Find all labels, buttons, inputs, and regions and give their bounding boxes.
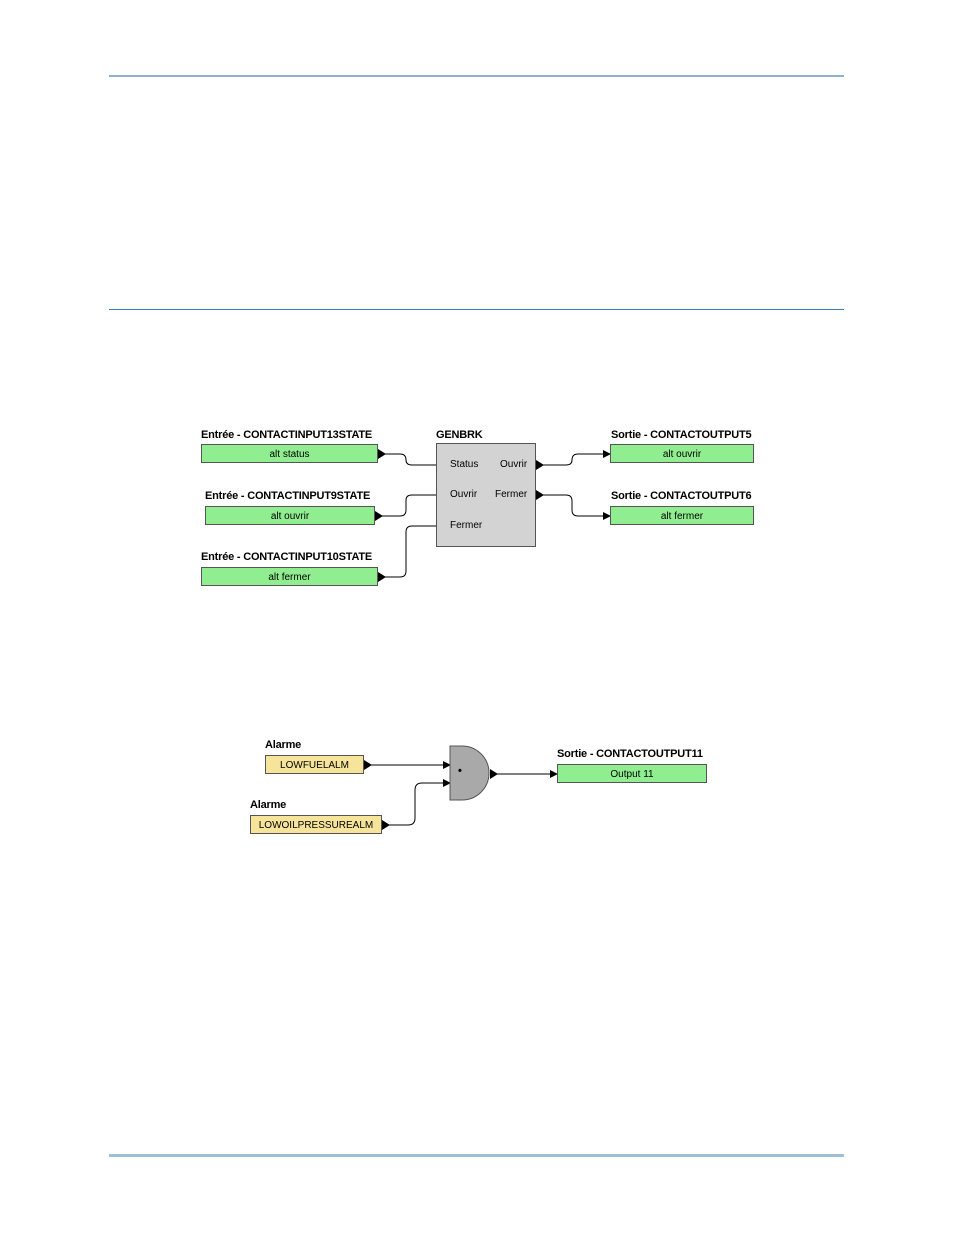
port-arrow-ouvrir-out: [536, 460, 544, 470]
port-arrow-gate-out: [490, 769, 498, 779]
input2-box[interactable]: alt ouvrir: [205, 506, 375, 525]
and-gate-symbol: •: [458, 765, 462, 777]
port-in-ouvrir: Ouvrir: [450, 489, 478, 500]
alarm1-box[interactable]: LOWFUELALM: [265, 755, 364, 774]
port-in-status: Status: [450, 459, 479, 470]
output1-box[interactable]: alt ouvrir: [610, 444, 754, 463]
port-arrow-in3: [378, 572, 386, 582]
genbrk-block[interactable]: [436, 443, 536, 547]
port-arrow-lowoil: [382, 820, 390, 830]
output11-box[interactable]: Output 11: [557, 764, 707, 783]
output2-title: Sortie - CONTACTOUTPUT6: [611, 490, 752, 502]
wire-ouvrir-in: [375, 491, 446, 517]
alarm1-title: Alarme: [265, 739, 302, 751]
port-arrow-in1: [378, 449, 386, 459]
footer-rule: [109, 1154, 844, 1157]
alarm2-box[interactable]: LOWOILPRESSUREALM: [250, 815, 382, 834]
input2-title: Entrée - CONTACTINPUT9STATE: [205, 490, 371, 502]
input3-title: Entrée - CONTACTINPUT10STATE: [201, 551, 373, 563]
wire-fermer-in: [378, 522, 446, 578]
input3-box[interactable]: alt fermer: [201, 567, 378, 586]
port-arrow-lowfuel: [364, 760, 372, 770]
wire-ouvrir-out: [536, 450, 611, 466]
port-out-fermer: Fermer: [495, 489, 528, 500]
output1-title: Sortie - CONTACTOUTPUT5: [611, 429, 752, 441]
port-out-ouvrir: Ouvrir: [500, 459, 528, 470]
port-arrow-fermer-out: [536, 490, 544, 500]
wire-lowoil: [382, 779, 451, 826]
alarm2-title: Alarme: [250, 799, 287, 811]
output11-title: Sortie - CONTACTOUTPUT11: [557, 748, 703, 760]
and-gate-shape: [449, 745, 490, 801]
port-arrow-in2: [375, 511, 383, 521]
input1-title: Entrée - CONTACTINPUT13STATE: [201, 429, 373, 441]
wire-status: [378, 453, 446, 469]
input1-box[interactable]: alt status: [201, 444, 378, 463]
output2-box[interactable]: alt fermer: [610, 506, 754, 525]
wire-fermer-out: [536, 494, 611, 520]
header-rule: [109, 75, 844, 77]
port-in-fermer: Fermer: [450, 520, 483, 531]
section-rule: [109, 309, 844, 310]
block-title: GENBRK: [436, 429, 483, 441]
